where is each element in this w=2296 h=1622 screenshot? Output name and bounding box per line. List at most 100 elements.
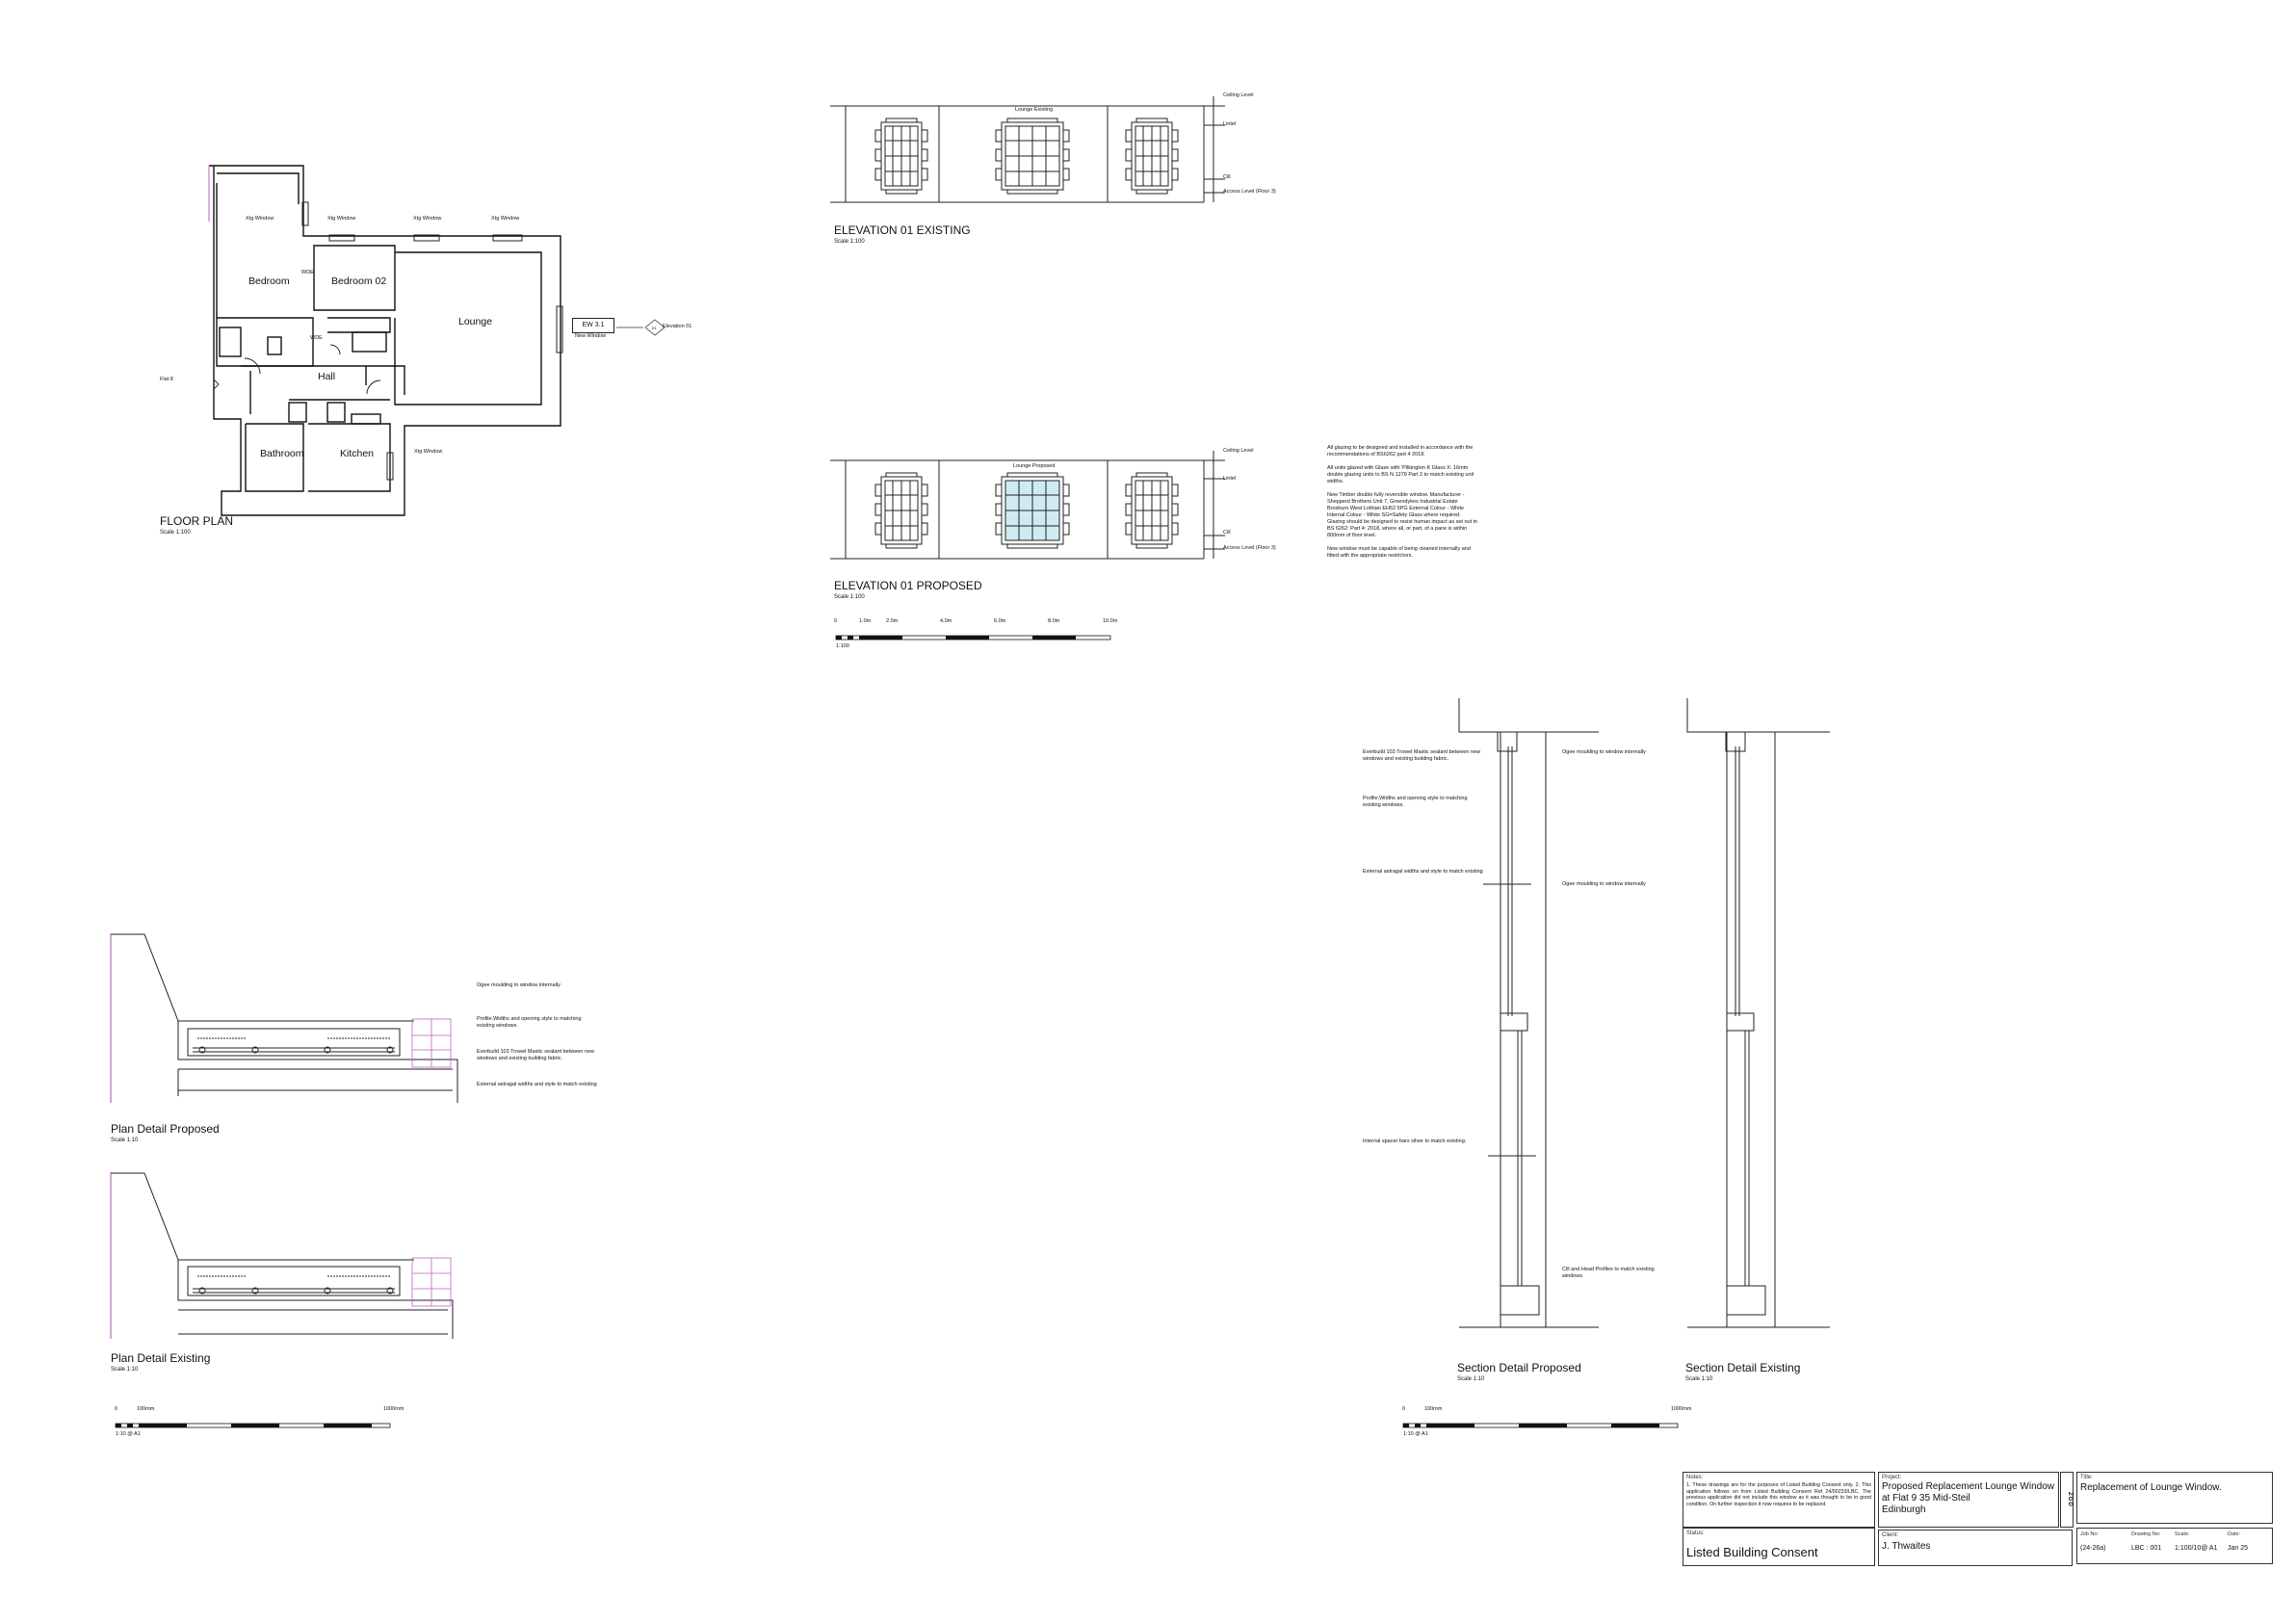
scale-bar-label: 1.0m xyxy=(859,618,872,624)
plan-detail-proposed-magenta xyxy=(110,934,452,1103)
plan-detail-notes: Ogee moulding to window internally Profi… xyxy=(477,982,597,1088)
plan-detail-existing-scale: Scale 1:10 xyxy=(111,1367,139,1373)
date-heading: Date: xyxy=(2228,1531,2241,1537)
room-label-bedroom: Bedroom xyxy=(248,275,290,287)
project-value: Proposed Replacement Lounge Window at Fl… xyxy=(1882,1481,2054,1516)
floor-plan-walls xyxy=(209,165,561,516)
elevation-note: All glazing to be designed and installed… xyxy=(1327,445,1474,458)
level-access: Access Level (Floor 3) xyxy=(1223,189,1276,195)
elevation-proposed-frame xyxy=(830,451,1225,560)
project-line: at Flat 9 35 Mid-Steil xyxy=(1882,1493,1970,1504)
title-block-drawing-info: Job No: (24-26a) Drawing No: LBC : 001 S… xyxy=(2076,1528,2273,1564)
plan-detail-proposed-drawing xyxy=(110,933,458,1103)
level-cill: Cill xyxy=(1223,174,1231,180)
level-ceiling: Ceiling Level xyxy=(1223,92,1254,98)
elevation-note: All units glazed with Glaze with 'Pilkin… xyxy=(1327,465,1474,484)
section-note: Cill and Head Profiles to match existing… xyxy=(1562,1267,1655,1279)
floor-plan-scale: Scale 1:100 xyxy=(160,530,191,536)
level-ceiling: Ceiling Level xyxy=(1223,448,1254,454)
title-block-status: Status: Listed Building Consent xyxy=(1683,1528,1875,1566)
scale-bar-label: 1000mm xyxy=(383,1406,404,1412)
level-lintel: Lintel xyxy=(1223,476,1237,482)
floor-plan-windows xyxy=(244,201,563,481)
section-proposed-title: Section Detail Proposed xyxy=(1457,1361,1581,1374)
room-label-lounge: Lounge xyxy=(458,316,493,327)
plan-detail-proposed-scale: Scale 1:10 xyxy=(111,1138,139,1143)
level-access: Access Level (Floor 3) xyxy=(1223,545,1276,551)
plan-detail-note: External astragal widths and style to ma… xyxy=(477,1082,597,1087)
title-block-client: Client: J. Thwaites xyxy=(1878,1530,2073,1566)
elevation-existing-window-label: Lounge Existing xyxy=(1015,107,1054,113)
date-value: Jan 25 xyxy=(2228,1545,2249,1552)
notes-heading: Notes: xyxy=(1686,1475,1704,1480)
room-label-kitchen: Kitchen xyxy=(340,448,375,459)
plan-detail-note: Ogee moulding to window internally xyxy=(477,982,561,988)
scale-bar-label: 100mm xyxy=(1424,1406,1443,1412)
title-block-project: Project: Proposed Replacement Lounge Win… xyxy=(1878,1472,2059,1528)
title-block-notes: Notes: 1. These drawings are for the pur… xyxy=(1683,1472,1875,1528)
scale-heading: Scale: xyxy=(2175,1531,2190,1537)
section-note: Internal spacer bars silver to match exi… xyxy=(1363,1138,1467,1144)
window-label: Xtg Window xyxy=(491,216,520,222)
scale-bar-label: 8.0m xyxy=(1048,618,1060,624)
section-note: Everbuild 103 Trowel Mastic sealant betw… xyxy=(1363,749,1480,762)
status-heading: Status: xyxy=(1686,1530,1705,1536)
section-note: Ogee moulding to window internally xyxy=(1562,749,1646,755)
scale-bar-label: 10.0m xyxy=(1103,618,1118,624)
elevation-proposed-title: ELEVATION 01 PROPOSED xyxy=(834,579,982,592)
scale-bar-label: 100mm xyxy=(137,1406,155,1412)
section-note: Profile,Widths and opening style to matc… xyxy=(1363,796,1468,808)
scale-bar-ratio: 1:10 @ A1 xyxy=(1403,1431,1428,1437)
level-cill: Cill xyxy=(1223,530,1231,536)
scale-bar-label: 0 xyxy=(115,1406,118,1412)
elevation-existing-scale: Scale 1:100 xyxy=(834,239,865,245)
wde-label: WDE xyxy=(301,270,314,275)
section-proposed-drawing xyxy=(1458,698,1599,1328)
scale-bar-label: 6.0m xyxy=(994,618,1006,624)
plan-detail-existing-drawing xyxy=(110,1172,454,1339)
plan-detail-note: Profile,Widths and opening style to matc… xyxy=(477,1016,582,1029)
plan-detail-note: Everbuild 103 Trowel Mastic sealant betw… xyxy=(477,1049,594,1061)
window-label: Xtg Window xyxy=(414,449,443,455)
section-existing-title: Section Detail Existing xyxy=(1685,1361,1801,1374)
project-line: Edinburgh xyxy=(1882,1504,1926,1515)
scale-value: 1:100/10@ A1 xyxy=(2175,1545,2218,1552)
room-label-hall: Hall xyxy=(318,371,336,382)
flat-arrow xyxy=(213,379,220,390)
level-lintel: Lintel xyxy=(1223,121,1237,127)
job-value: (24-26a) xyxy=(2080,1545,2106,1552)
window-label: Xtg Window xyxy=(246,216,274,222)
window-tag: EW 3.1 xyxy=(572,318,614,333)
section-existing-drawing xyxy=(1686,698,1830,1328)
room-label-bedroom-02: Bedroom 02 xyxy=(331,275,387,287)
practice-logo: ZGD xyxy=(2060,1472,2074,1528)
scale-bar-ratio: 1:100 xyxy=(836,643,849,649)
notes-text: 1. These drawings are for the purposes o… xyxy=(1686,1482,1871,1507)
elevation-marker-label: E1 xyxy=(652,326,657,330)
elevation-note: New Timber double fully reversible windo… xyxy=(1327,492,1477,538)
client-value: J. Thwaites xyxy=(1882,1541,1931,1552)
scale-bar-ratio: 1:10 @ A1 xyxy=(116,1431,141,1437)
elevation-existing-title: ELEVATION 01 EXISTING xyxy=(834,223,971,237)
drawing-value: LBC : 001 xyxy=(2131,1545,2162,1552)
elevation-proposed-window-label: Lounge Proposed xyxy=(1013,463,1056,469)
title-block-title: Title: Replacement of Lounge Window. xyxy=(2076,1472,2273,1524)
section-note: Ogee moulding to window internally xyxy=(1562,881,1646,887)
flat-label: Flat 8 xyxy=(160,377,173,382)
drawing-heading: Drawing No: xyxy=(2131,1531,2161,1537)
section-proposed-scale: Scale 1:10 xyxy=(1457,1376,1485,1382)
client-heading: Client: xyxy=(1882,1532,1899,1538)
title-heading: Title: xyxy=(2080,1475,2093,1480)
window-tag-note: New Window xyxy=(575,333,607,339)
scale-bar-label: 4.0m xyxy=(940,618,952,624)
floor-plan-title: FLOOR PLAN xyxy=(160,514,234,528)
project-line: Proposed Replacement Lounge Window xyxy=(1882,1481,2054,1492)
plan-detail-existing-magenta xyxy=(110,1173,452,1339)
status-value: Listed Building Consent xyxy=(1686,1545,1818,1559)
scale-bar-label: 0 xyxy=(834,618,838,624)
elevation-existing-frame xyxy=(830,96,1225,203)
section-note: External astragal widths and style to ma… xyxy=(1363,869,1483,875)
scale-bar-2 xyxy=(115,1423,391,1428)
job-heading: Job No: xyxy=(2080,1531,2099,1537)
